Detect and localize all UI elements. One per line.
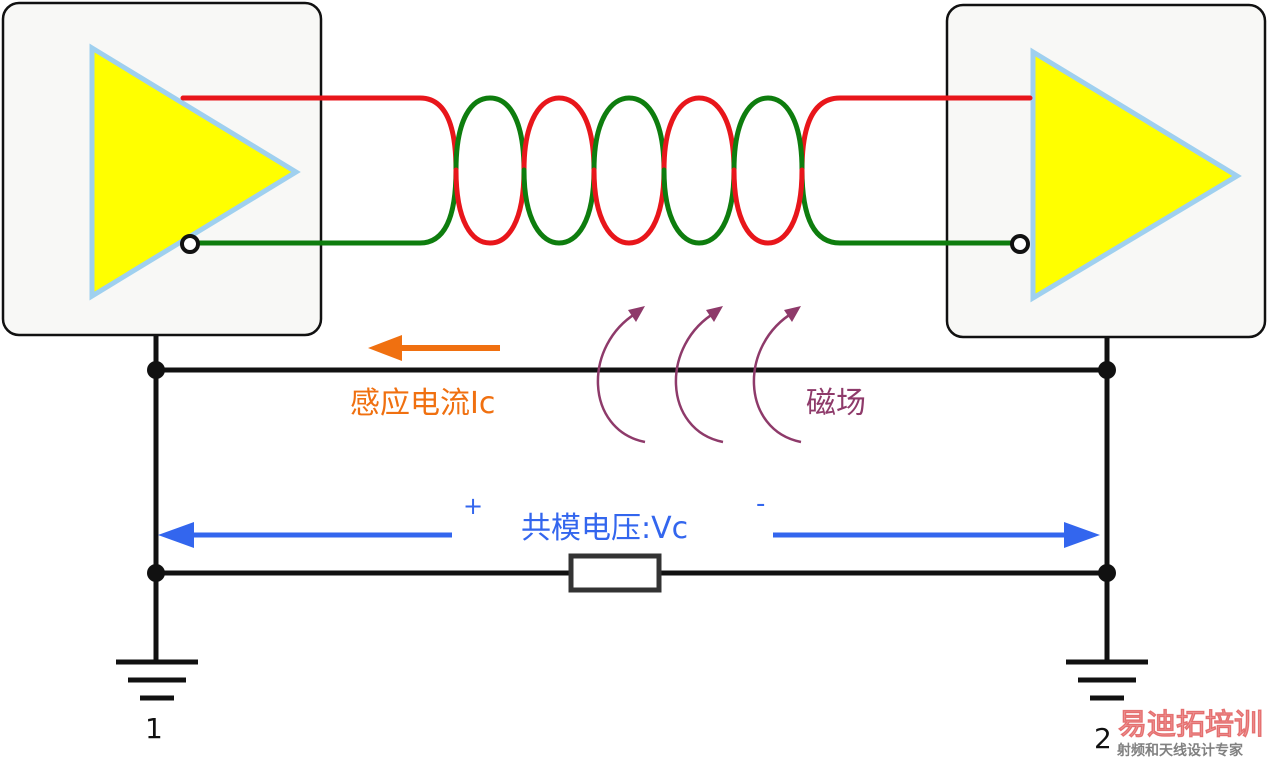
common-mode-voltage-label: 共模电压:Vc xyxy=(521,511,688,546)
ground-2-label: 2 xyxy=(1094,722,1112,755)
junction-dots xyxy=(147,361,1116,582)
magnetic-field-arrowheads xyxy=(628,306,801,322)
ground-1-label: 1 xyxy=(145,712,163,745)
induced-current-arrow xyxy=(368,335,500,361)
watermark: 易迪拓培训 射频和天线设计专家 xyxy=(1116,707,1263,759)
voltage-arrow-left xyxy=(158,522,452,548)
minus-sign: - xyxy=(756,489,765,519)
twist-loops xyxy=(453,95,805,246)
watermark-brand: 易迪拓培训 xyxy=(1118,707,1263,741)
ground-wiring xyxy=(153,335,1110,662)
twisted-pair-cable xyxy=(180,95,1033,246)
right-inverting-input-dot xyxy=(1010,234,1030,254)
left-inverting-input-dot xyxy=(180,234,200,254)
magnetic-field-label: 磁场 xyxy=(806,386,866,421)
voltage-arrow-right xyxy=(773,522,1100,548)
watermark-tagline: 射频和天线设计专家 xyxy=(1116,742,1244,759)
ground-symbol-1 xyxy=(116,659,198,701)
left-amplifier-triangle xyxy=(89,43,301,301)
plus-sign: + xyxy=(463,492,483,520)
resistor xyxy=(568,553,662,593)
ground-symbol-2 xyxy=(1066,659,1148,701)
induced-current-label: 感应电流Ic xyxy=(350,386,495,421)
right-amplifier-triangle xyxy=(1030,47,1242,303)
magnetic-field-arrows xyxy=(596,310,802,444)
